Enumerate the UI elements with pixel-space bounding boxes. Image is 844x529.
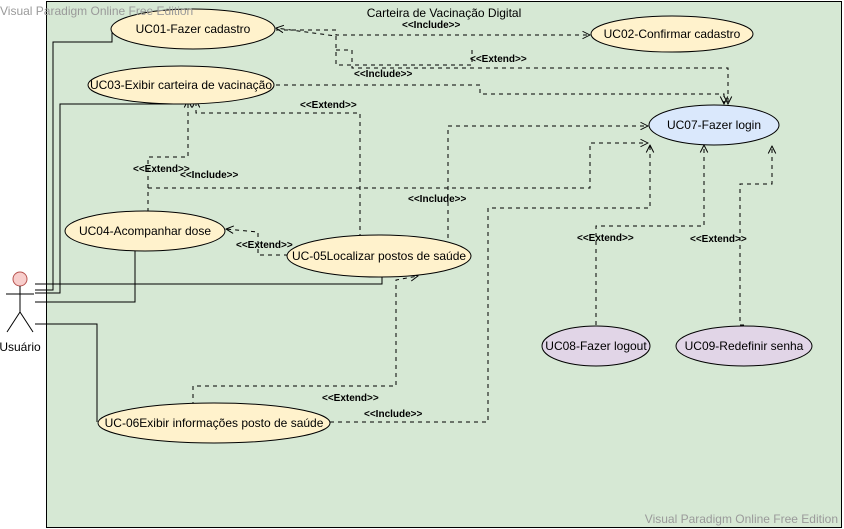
- uc07-label: UC07-Fazer login: [667, 118, 761, 132]
- actor-body-icon: [6, 286, 34, 333]
- rel-uc01-uc02: [276, 29, 590, 35]
- use-case-uc09[interactable]: UC09-Redefinir senha: [675, 325, 813, 367]
- use-case-uc07[interactable]: UC07-Fazer login: [648, 104, 780, 146]
- label-uc08-uc07: <<Extend>>: [577, 233, 634, 244]
- rel-uc06-uc07: [330, 145, 650, 423]
- assoc-uc04: [35, 246, 136, 303]
- uc09-label: UC09-Redefinir senha: [685, 339, 804, 353]
- uc01-label: UC01-Fazer cadastro: [136, 22, 251, 36]
- rel-uc09-uc07: [739, 146, 772, 326]
- uc03-label: UC03-Exibir carteira de vacinação: [90, 78, 272, 92]
- actor-name: Usuário: [0, 340, 41, 354]
- rel-uc04-uc03: [147, 100, 188, 212]
- label-uc04-uc03: <<Extend>>: [133, 164, 190, 175]
- uc05-label: UC-05Localizar postos de saúde: [292, 249, 466, 263]
- assoc-uc06: [35, 323, 98, 422]
- rel-uc06-uc05: [192, 276, 418, 406]
- rel-uc02-uc01: [276, 28, 473, 66]
- watermark-bottom: Visual Paradigm Online Free Edition: [644, 512, 838, 526]
- label-uc06-uc05: <<Extend>>: [322, 393, 379, 404]
- label-uc05-uc04: <<Extend>>: [236, 240, 293, 251]
- assoc-uc05: [35, 275, 383, 285]
- use-case-uc03[interactable]: UC03-Exibir carteira de vacinação: [87, 65, 275, 105]
- assoc-uc01: [35, 30, 113, 291]
- actor-usuario[interactable]: Usuário: [0, 271, 41, 354]
- rel-uc04-uc07: [147, 143, 648, 212]
- use-case-uc08[interactable]: UC08-Fazer logout: [541, 325, 651, 367]
- label-uc06-uc07: <<Include>>: [364, 409, 423, 420]
- use-case-uc01[interactable]: UC01-Fazer cadastro: [110, 8, 276, 50]
- label-uc05-uc03: <<Extend>>: [300, 100, 357, 111]
- label-uc02-uc01: <<Extend>>: [470, 54, 527, 65]
- actor-head-icon: [12, 271, 28, 287]
- label-uc09-uc07: <<Extend>>: [690, 234, 747, 245]
- uc04-label: UC04-Acompanhar dose: [79, 224, 211, 238]
- rel-uc05-uc04: [226, 229, 288, 256]
- uc08-label: UC08-Fazer logout: [545, 339, 647, 353]
- relationships: [147, 28, 772, 423]
- label-uc01-uc02: <<Include>>: [402, 20, 461, 31]
- use-case-uc04[interactable]: UC04-Acompanhar dose: [64, 210, 226, 252]
- rel-uc08-uc07: [595, 145, 704, 325]
- label-uc04-uc07: <<Include>>: [180, 170, 239, 181]
- label-uc03-uc07: <<Include>>: [408, 194, 467, 205]
- use-case-uc05[interactable]: UC-05Localizar postos de saúde: [286, 234, 472, 278]
- label-uc01-uc07: <<Include>>: [354, 69, 413, 80]
- rel-uc03-uc07: [276, 84, 724, 104]
- uc06-label: UC-06Exibir informações posto de saúde: [105, 416, 324, 430]
- rel-uc05-uc07: [447, 126, 648, 238]
- rel-uc01-uc07: [336, 49, 728, 104]
- use-case-uc06[interactable]: UC-06Exibir informações posto de saúde: [97, 402, 331, 444]
- watermark-top: Visual Paradigm Online Free Edition: [0, 4, 194, 18]
- uc02-label: UC02-Confirmar cadastro: [604, 27, 741, 41]
- system-title: Carteira de Vacinação Digital: [367, 6, 522, 20]
- use-case-uc02[interactable]: UC02-Confirmar cadastro: [590, 15, 754, 53]
